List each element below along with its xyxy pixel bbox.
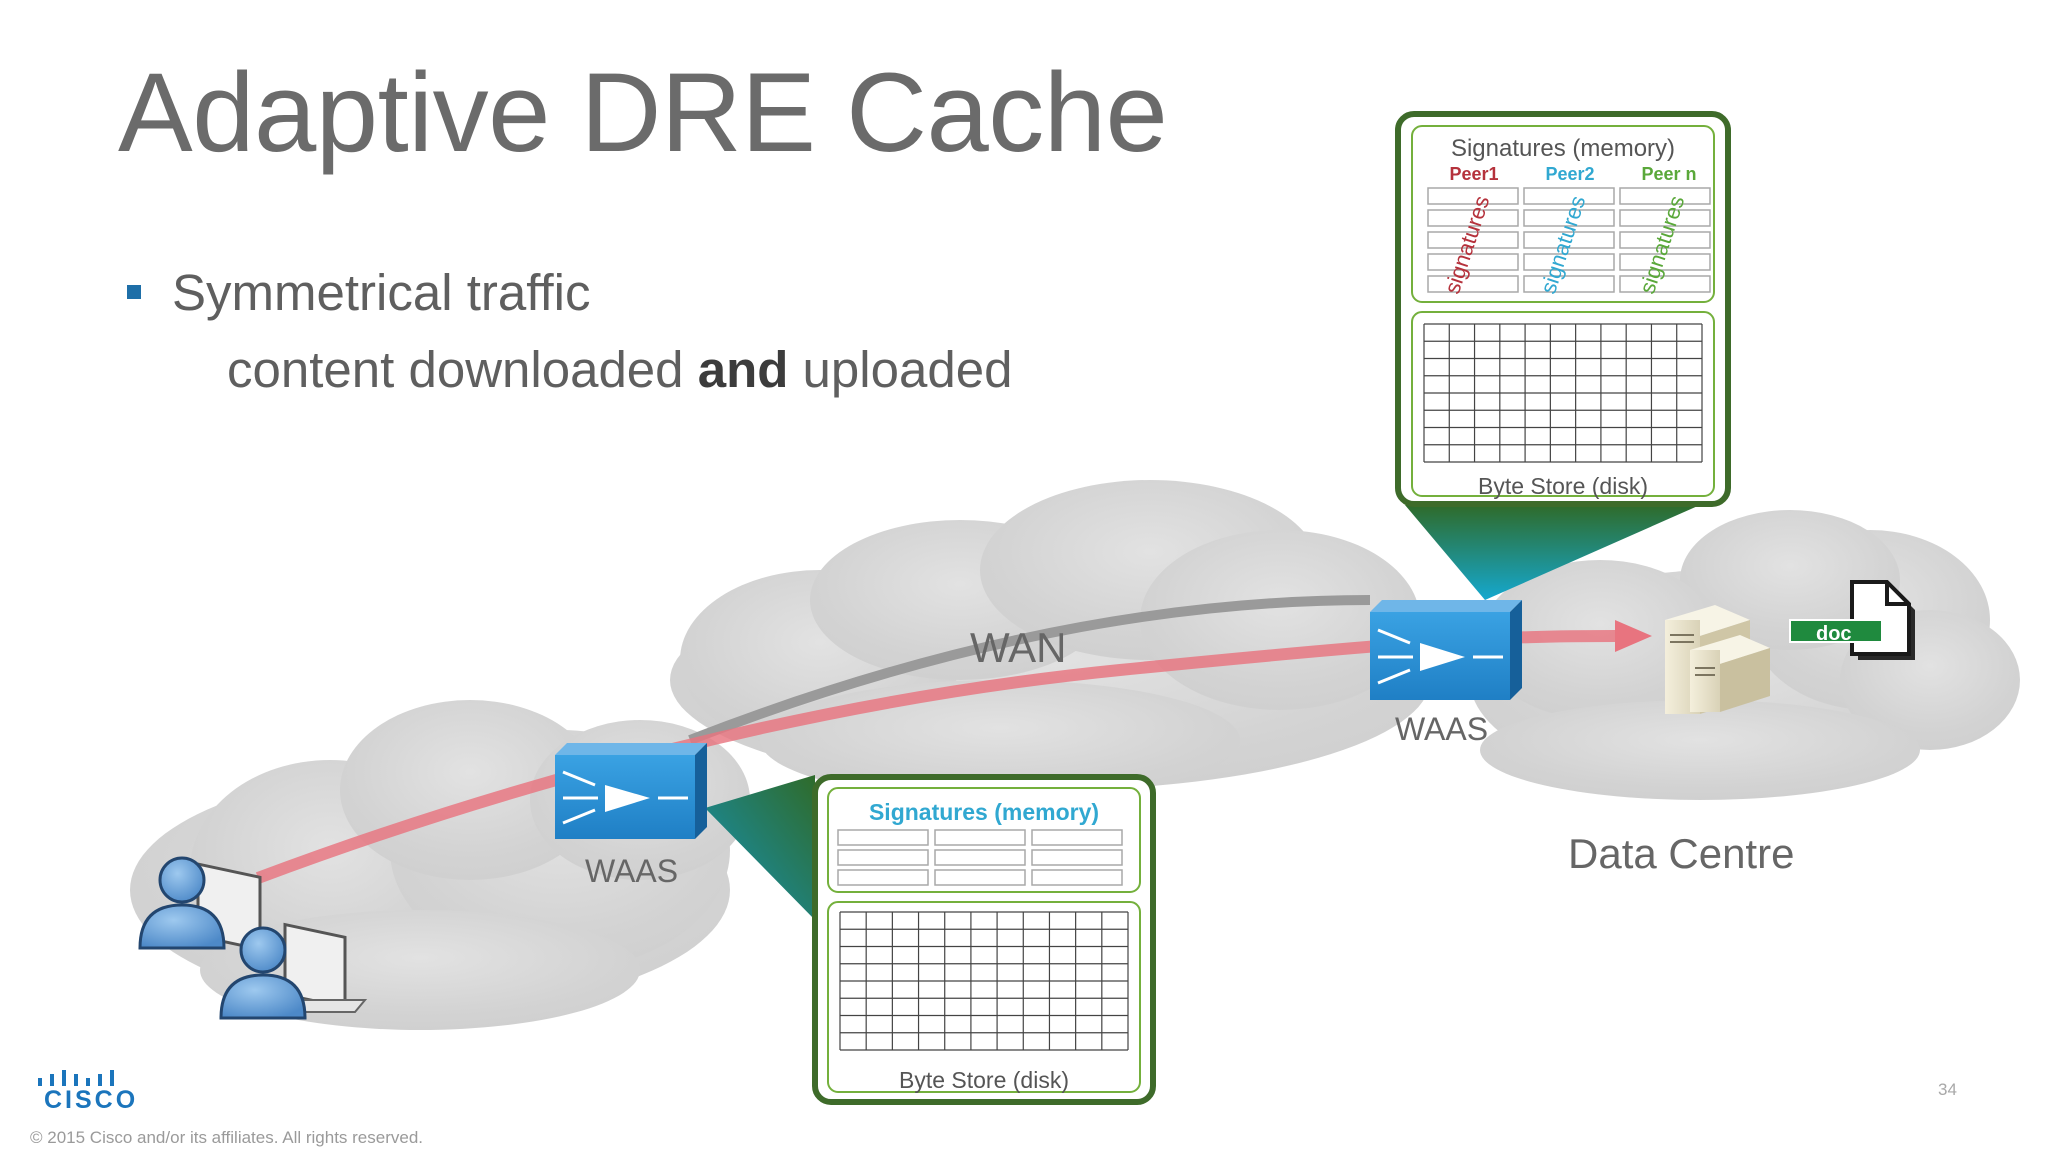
wan-label: WAN xyxy=(970,624,1066,671)
signature-cell xyxy=(1427,231,1519,249)
signature-cell xyxy=(837,829,929,846)
datacentre-label: Data Centre xyxy=(1568,830,1794,877)
document-icon xyxy=(1789,580,1915,660)
signature-cell xyxy=(1619,187,1711,205)
doc-label: doc xyxy=(1816,623,1852,645)
server-icon xyxy=(1665,605,1770,714)
peer2-label: Peer2 xyxy=(1545,164,1594,184)
datacentre-waas-device xyxy=(1370,600,1522,700)
workstation-user-2 xyxy=(219,922,368,1020)
bullet-subtext-bold: and xyxy=(697,341,789,398)
bullet-square-icon xyxy=(127,285,141,299)
signature-cell xyxy=(1523,275,1615,293)
signature-cell xyxy=(1619,209,1711,227)
bullet-subtext: content downloaded and uploaded xyxy=(227,340,1012,399)
signature-cell xyxy=(1619,231,1711,249)
signature-cell xyxy=(934,849,1026,866)
signature-cell xyxy=(1523,231,1615,249)
signature-cell xyxy=(1523,187,1615,205)
signature-cell xyxy=(1031,869,1123,886)
signature-cell xyxy=(1427,275,1519,293)
signature-cell xyxy=(934,829,1026,846)
copyright-notice: © 2015 Cisco and/or its affiliates. All … xyxy=(30,1128,424,1147)
peer-n-label: Peer n xyxy=(1641,164,1696,184)
branch-signatures-title: Signatures (memory) xyxy=(869,799,1099,825)
branch-byte-store-grid xyxy=(839,911,1129,1051)
datacentre-waas-label: WAAS xyxy=(1395,711,1488,747)
branch-callout-wedge xyxy=(705,775,815,920)
branch-waas-label: WAAS xyxy=(585,853,678,889)
signature-cell xyxy=(1031,849,1123,866)
signature-cell xyxy=(1523,253,1615,271)
signature-cell xyxy=(837,869,929,886)
signature-cell xyxy=(1619,275,1711,293)
signature-cell xyxy=(837,849,929,866)
datacentre-callout-wedge xyxy=(1405,505,1700,600)
branch-cache-frame xyxy=(812,774,1156,1105)
branch-signature-tables xyxy=(837,829,1123,886)
bullet-text: Symmetrical traffic xyxy=(172,264,591,321)
wan-link xyxy=(688,595,1371,745)
signature-cell xyxy=(1619,253,1711,271)
signature-cell xyxy=(1427,209,1519,227)
datacentre-byte-store-grid xyxy=(1423,323,1703,463)
branch-waas-device xyxy=(555,743,707,839)
datacentre-cache-frame xyxy=(1395,111,1731,507)
bullet-subtext-before: content downloaded xyxy=(227,341,698,398)
signature-cell xyxy=(934,869,1026,886)
branch-byte-store-label: Byte Store (disk) xyxy=(899,1067,1069,1093)
signature-cell xyxy=(1427,253,1519,271)
cisco-logo: CISCO xyxy=(44,1086,139,1114)
cisco-bars-icon xyxy=(38,1070,114,1086)
slide-title: Adaptive DRE Cache xyxy=(118,50,1168,175)
datacentre-signatures-title: Signatures (memory) xyxy=(1451,135,1675,162)
datacentre-byte-store-label: Byte Store (disk) xyxy=(1478,473,1648,499)
workstation-user-1 xyxy=(138,856,262,952)
page-number: 34 xyxy=(1938,1080,1957,1099)
signature-cell xyxy=(1523,209,1615,227)
signature-cell xyxy=(1031,829,1123,846)
datacentre-signature-tables xyxy=(1427,187,1711,293)
peer1-label: Peer1 xyxy=(1449,164,1498,184)
signature-cell xyxy=(1427,187,1519,205)
bullet-subtext-after: uploaded xyxy=(788,341,1013,398)
